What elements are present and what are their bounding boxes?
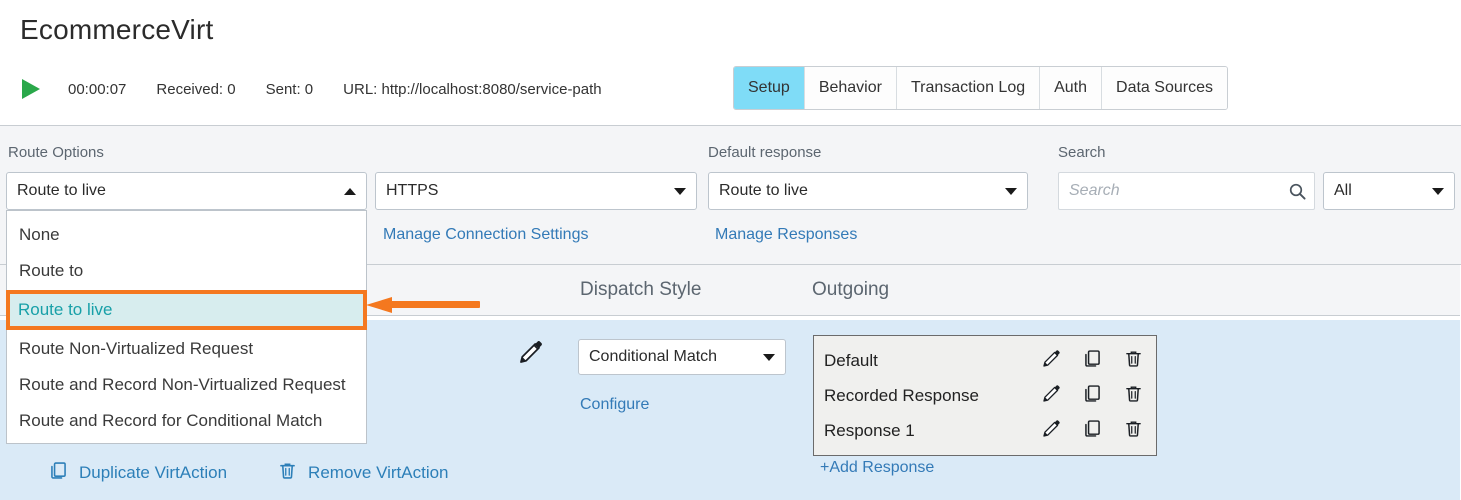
duplicate-virtaction-label: Duplicate VirtAction [79,463,228,482]
dropdown-option-route-to[interactable]: Route to [19,261,84,280]
default-response-select[interactable]: Route to live [708,172,1028,210]
configure-link[interactable]: Configure [580,396,650,413]
protocol-select[interactable]: HTTPS [375,172,697,210]
service-url: URL: http://localhost:8080/service-path [343,80,602,98]
default-response-label: Default response [708,144,822,161]
route-options-select[interactable]: Route to live [6,172,367,210]
play-icon[interactable] [22,78,42,100]
manage-connection-settings-link[interactable]: Manage Connection Settings [383,226,589,243]
virtaction-actions: Duplicate VirtAction Remove VirtAction [48,460,449,486]
tab-behavior[interactable]: Behavior [804,67,897,109]
dropdown-option-route-non-virtualized-request[interactable]: Route Non-Virtualized Request [19,339,254,358]
response-name: Response 1 [824,420,915,440]
route-options-value: Route to live [17,182,106,199]
route-options-label: Route Options [8,144,104,161]
response-row: Response 1 [814,413,1156,448]
column-dispatch-style: Dispatch Style [580,279,702,300]
app-header: EcommerceVirt 00:00:07 Received: 0 Sent:… [0,0,1461,126]
column-outgoing: Outgoing [812,279,890,300]
chevron-up-icon [344,187,356,195]
tab-data-sources[interactable]: Data Sources [1102,67,1227,109]
trash-icon [277,460,298,486]
response-row: Recorded Response [814,378,1156,413]
duplicate-virtaction-button[interactable]: Duplicate VirtAction [48,460,227,486]
dropdown-option-route-and-record-non-virtualized-request[interactable]: Route and Record Non-Virtualized Request [19,375,346,394]
status-bar: 00:00:07 Received: 0 Sent: 0 URL: http:/… [22,72,602,106]
protocol-value: HTTPS [386,182,439,199]
responses-box: Default [813,335,1157,456]
search-box[interactable] [1058,172,1315,210]
tab-bar: Setup Behavior Transaction Log Auth Data… [733,66,1228,110]
search-filter-select[interactable]: All [1323,172,1455,210]
chevron-down-icon [763,353,775,361]
tab-auth[interactable]: Auth [1040,67,1103,109]
response-row: Default [814,343,1156,378]
received-count: Received: 0 [156,80,236,98]
tab-setup[interactable]: Setup [734,67,805,109]
delete-response-icon[interactable] [1123,348,1144,374]
edit-response-icon[interactable] [1041,383,1062,409]
add-response-link[interactable]: +Add Response [820,459,935,476]
dispatch-style-value: Conditional Match [589,348,718,365]
arrow-head-icon [366,297,392,313]
copy-response-icon[interactable] [1082,348,1103,374]
tab-transaction-log[interactable]: Transaction Log [896,67,1041,109]
elapsed-timer: 00:00:07 [68,80,127,98]
response-name: Recorded Response [824,385,979,405]
search-icon[interactable] [1289,183,1306,200]
delete-response-icon[interactable] [1123,418,1144,444]
page-title: EcommerceVirt [20,14,214,45]
response-name: Default [824,350,878,370]
search-label: Search [1058,144,1106,161]
dropdown-option-route-and-record-for-conditional-match[interactable]: Route and Record for Conditional Match [19,411,323,430]
route-options-dropdown: None Route to Route to live Route Non-Vi… [6,210,367,444]
copy-response-icon[interactable] [1082,418,1103,444]
chevron-down-icon [1432,187,1444,195]
remove-virtaction-button[interactable]: Remove VirtAction [277,460,449,486]
delete-response-icon[interactable] [1123,383,1144,409]
default-response-value: Route to live [719,182,808,199]
dropdown-option-route-to-live[interactable]: Route to live [6,290,367,330]
dropdown-option-none[interactable]: None [19,225,60,244]
edit-response-icon[interactable] [1041,348,1062,374]
copy-response-icon[interactable] [1082,383,1103,409]
highlight-arrow-annotation [366,297,480,313]
edit-virtaction-icon[interactable] [517,338,545,371]
arrow-shaft [390,301,480,308]
manage-responses-link[interactable]: Manage Responses [715,226,858,243]
chevron-down-icon [1005,187,1017,195]
sent-count: Sent: 0 [265,80,314,98]
copy-icon [48,460,69,486]
search-input[interactable] [1067,181,1289,201]
edit-response-icon[interactable] [1041,418,1062,444]
chevron-down-icon [674,187,686,195]
remove-virtaction-label: Remove VirtAction [308,463,449,482]
search-filter-value: All [1334,182,1352,199]
dispatch-style-select[interactable]: Conditional Match [578,339,786,375]
